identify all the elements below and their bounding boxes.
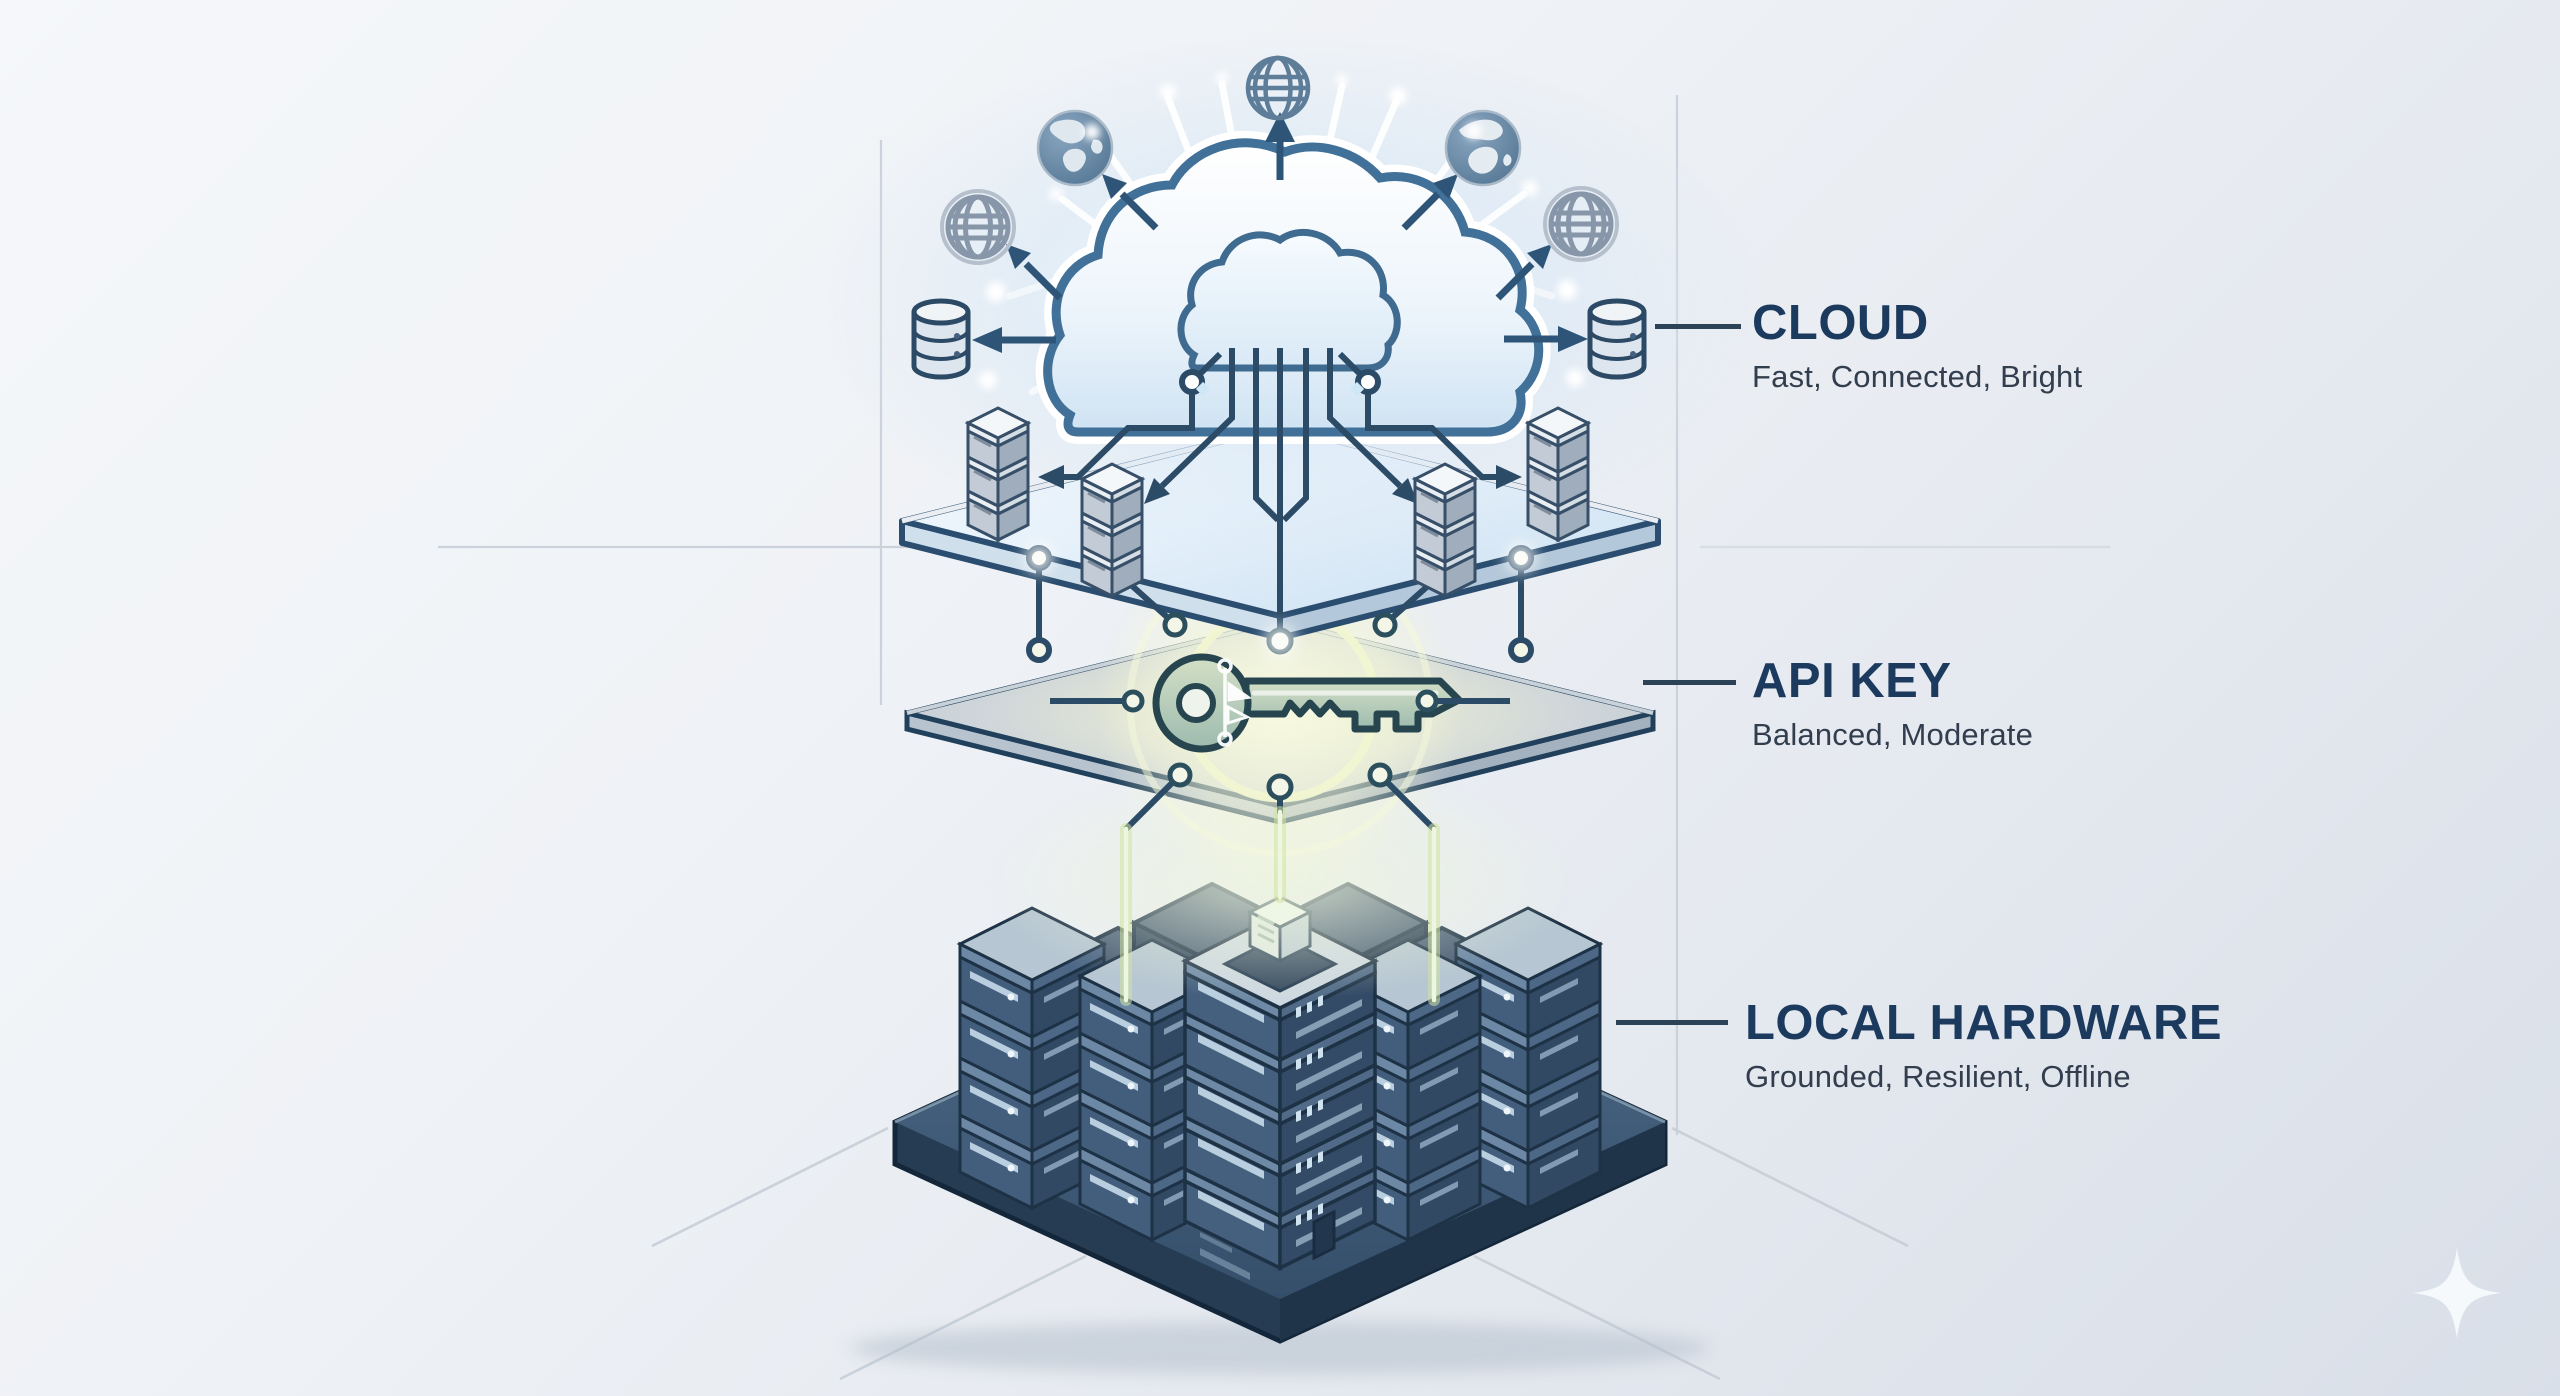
label-cloud: CLOUD Fast, Connected, Bright: [1752, 296, 2083, 395]
glow-dots: [979, 72, 1584, 657]
key-circuit-glyph: [1217, 658, 1253, 747]
arrow-icon: [1392, 478, 1418, 504]
label-local-hardware: LOCAL HARDWARE Grounded, Resilient, Offl…: [1745, 996, 2223, 1095]
arrow-icon: [1038, 465, 1064, 489]
earth-globe-icon-right: [1444, 109, 1522, 187]
server-door: [1312, 1209, 1336, 1261]
local-hardware-title: LOCAL HARDWARE: [1745, 996, 2223, 1050]
label-api-key: API KEY Balanced, Moderate: [1752, 654, 2034, 753]
cloud-title: CLOUD: [1752, 296, 1929, 350]
api-key-subtitle: Balanced, Moderate: [1752, 717, 2034, 753]
local-hardware-subtitle: Grounded, Resilient, Offline: [1745, 1059, 2131, 1095]
connector-line-local-hardware: [1616, 1020, 1728, 1025]
arrow-icon: [1496, 465, 1522, 489]
arrow-icon: [1144, 478, 1170, 504]
connector-line-cloud: [1655, 324, 1741, 329]
cloud-arrows: [972, 112, 1588, 353]
cloud-subtitle: Fast, Connected, Bright: [1752, 359, 2083, 395]
key-icon: [1152, 653, 1463, 753]
sparkle-icon: [2413, 1248, 2501, 1338]
globe-grid-icon-far-right: [1543, 186, 1619, 262]
local-hardware-cluster: [850, 882, 1710, 1374]
earth-globe-icon-left: [1036, 109, 1114, 187]
globe-grid-icon-far-left: [940, 189, 1016, 265]
api-key-title: API KEY: [1752, 654, 1952, 708]
green-power-lines: [1120, 806, 1440, 1006]
inner-cloud-icon: [1177, 228, 1401, 372]
connector-line-api-key: [1643, 680, 1736, 685]
